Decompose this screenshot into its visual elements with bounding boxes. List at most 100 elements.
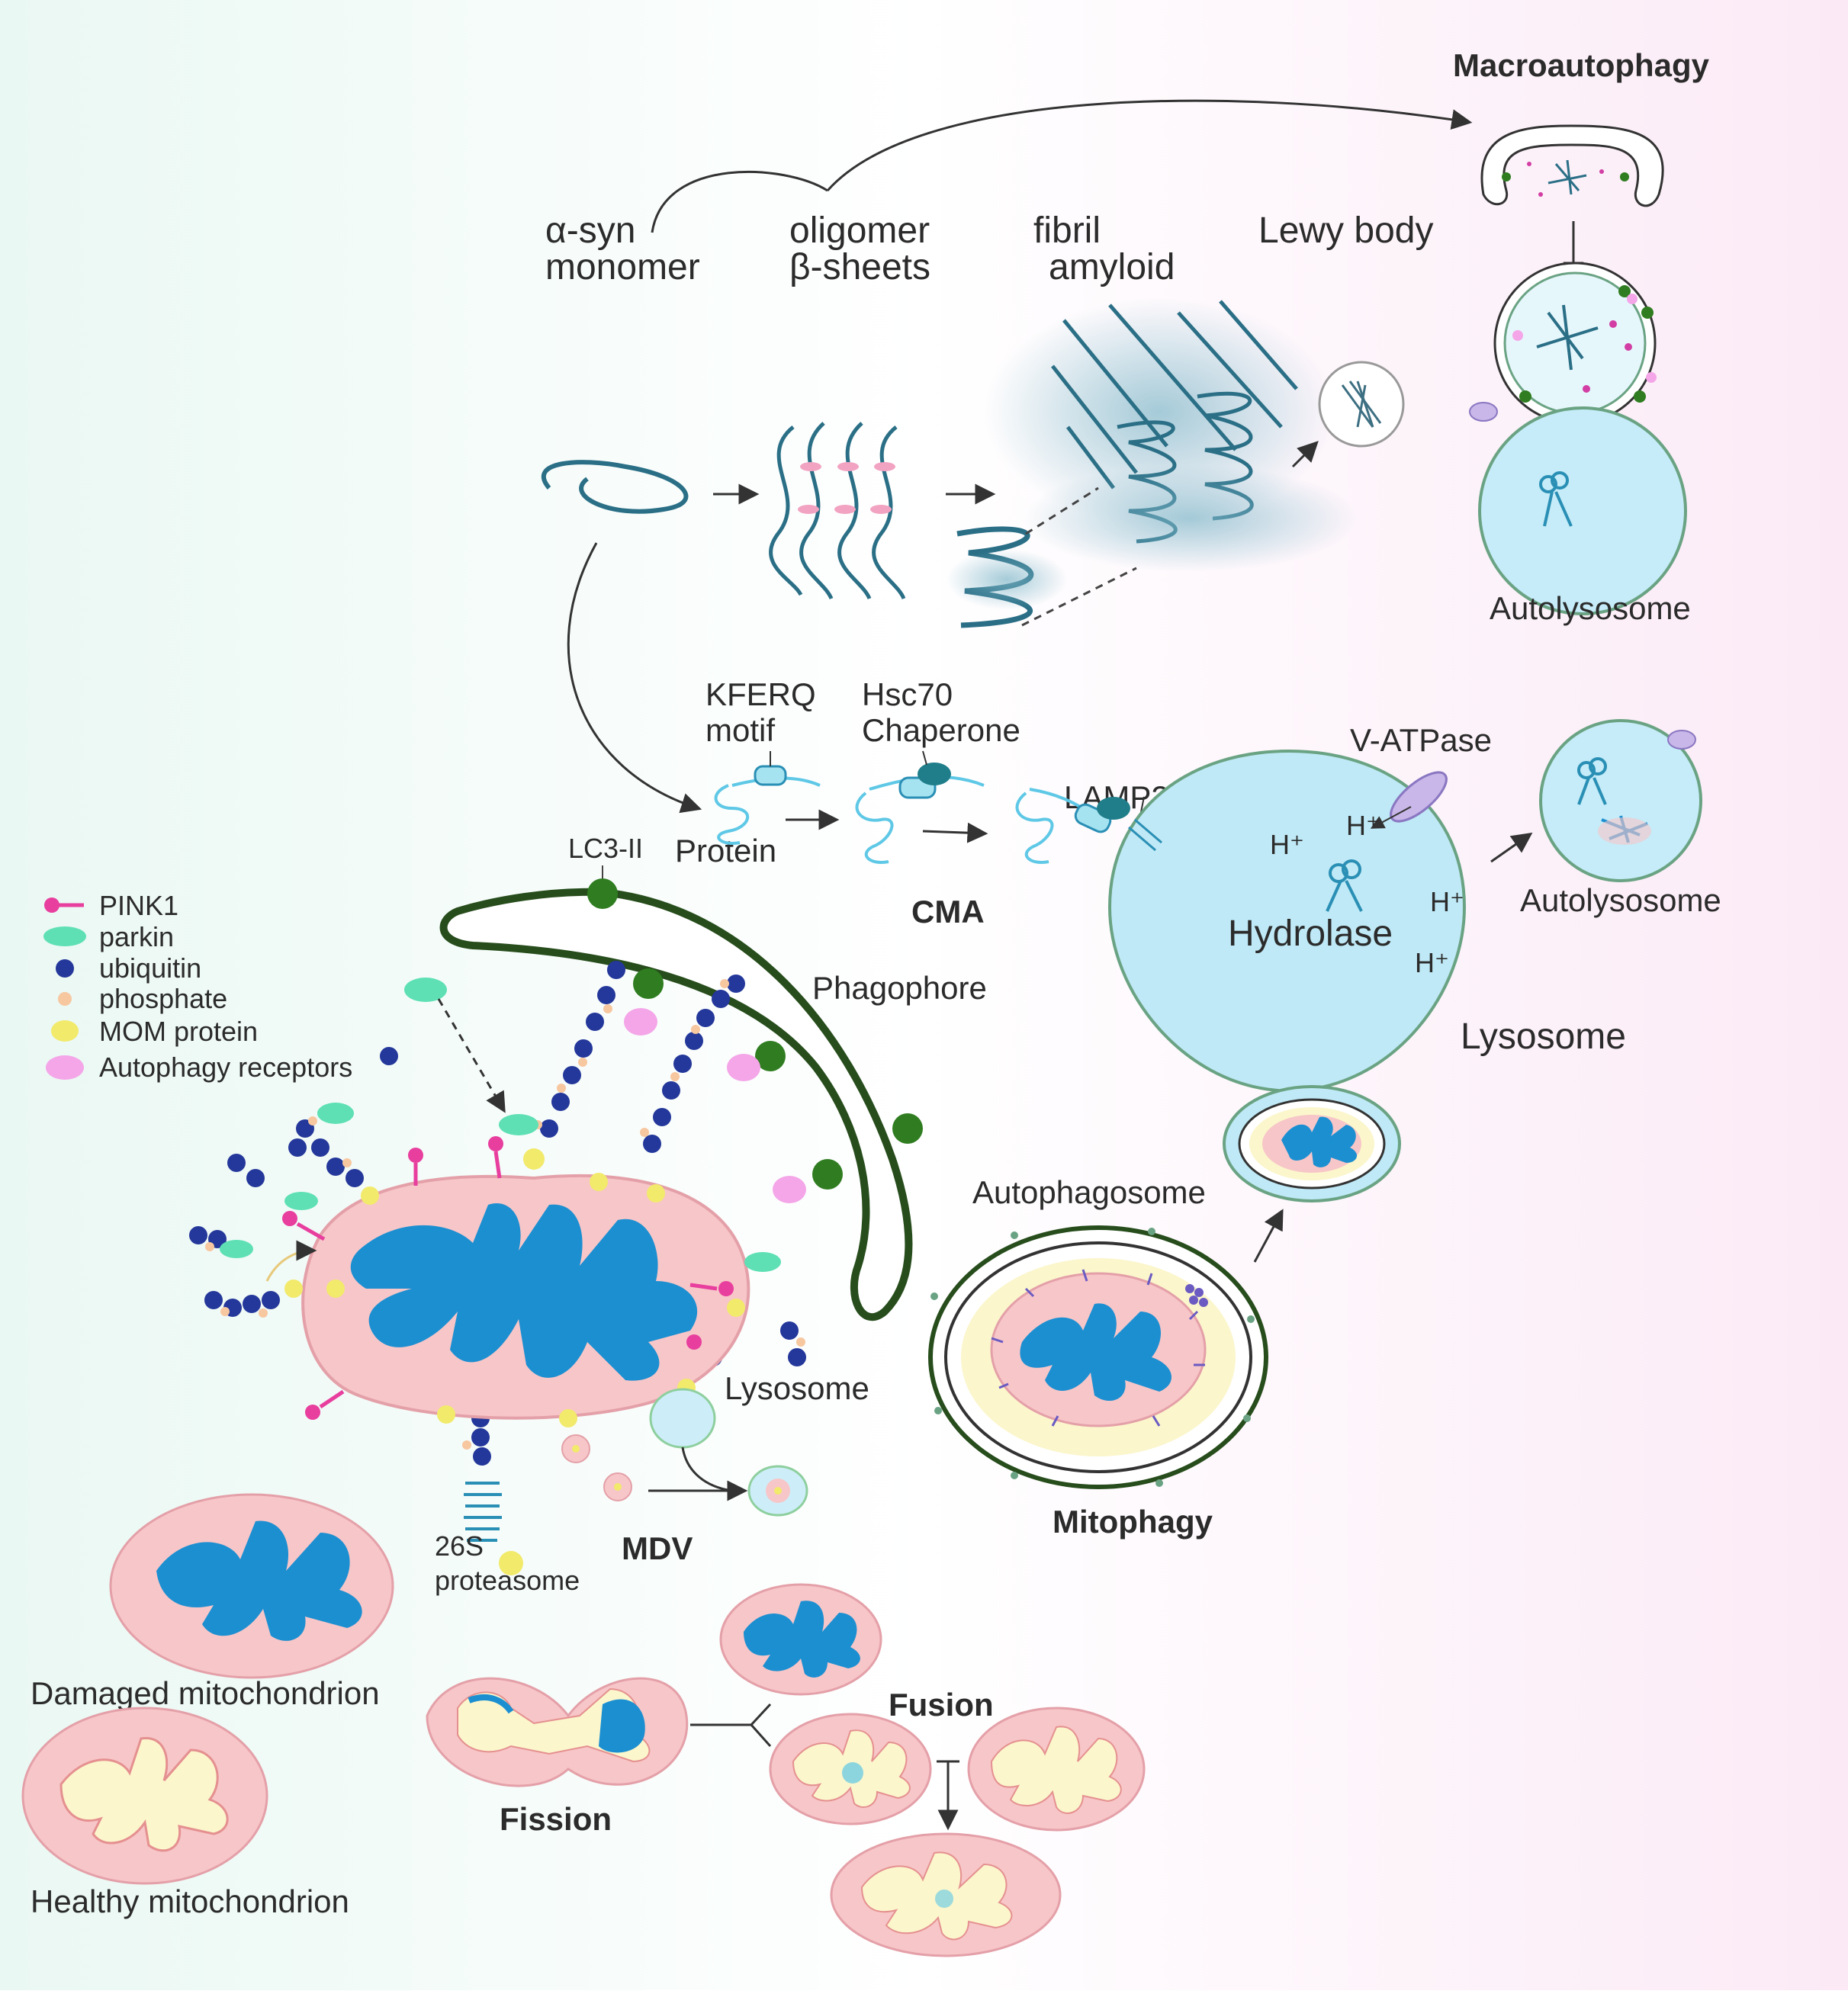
label-lysosome-small: Lysosome [725, 1370, 869, 1406]
small-lysosome [649, 1388, 716, 1449]
parkin-icon [43, 926, 86, 946]
arrow-hsc70-lamp2a [922, 822, 988, 843]
hsc70-pointer [922, 750, 927, 766]
label-kferq: KFERQ [705, 676, 816, 712]
receptor-ticks [991, 1269, 1205, 1427]
autophagosome-crescent [1480, 124, 1664, 207]
engulfed-mito-matrix [1020, 1303, 1172, 1402]
phagophore-group: Phagophore [439, 865, 987, 1321]
pink1-heads [282, 1136, 734, 1420]
fibril-bundle [984, 297, 1358, 572]
label-monomer: monomer [545, 247, 700, 287]
parkin-shapes [220, 978, 781, 1272]
v-atpase-shape [1390, 771, 1448, 823]
damaged-mitochondrion-legend: Damaged mitochondrion [31, 1493, 394, 1711]
lysosome-big: H⁺ H⁺ H⁺ H⁺ Hydrolase Lysosome [1107, 749, 1626, 1107]
label-mitophagy: Mitophagy [1053, 1504, 1213, 1540]
legend-label-phosphate: phosphate [99, 983, 227, 1014]
legend-label-mom-protein: MOM protein [99, 1016, 258, 1047]
label-motif: motif [705, 712, 775, 748]
proton-4: H⁺ [1415, 947, 1449, 978]
proteasome-substrate [499, 1551, 523, 1575]
label-cma: CMA [911, 894, 985, 930]
label-autophagosome: Autophagosome [972, 1174, 1206, 1210]
legend-item-phosphate: phosphate [58, 983, 227, 1014]
lamp2a-chaperone-shape [1097, 797, 1130, 820]
label-mdv: MDV [622, 1530, 693, 1566]
label-damaged: Damaged mitochondrion [31, 1675, 380, 1711]
label-lc3: LC3-II [568, 833, 643, 864]
receptor-dots [624, 1008, 806, 1203]
hydrolase-shape [1326, 859, 1363, 912]
protons: H⁺ H⁺ H⁺ H⁺ [1270, 810, 1464, 978]
arrow-monomer-to-protein [567, 542, 702, 814]
label-beta-sheets: β-sheets [789, 247, 930, 287]
label-hsc70: Hsc70 [862, 676, 953, 712]
label-chaperone: Chaperone [862, 712, 1020, 748]
phosphate-icon [58, 992, 72, 1006]
label-fission: Fission [500, 1801, 612, 1837]
label-autolysosome-top: Autolysosome [1490, 590, 1691, 626]
arrow-to-macroautophagy [826, 99, 1473, 191]
fusion-group: Fusion [719, 1583, 1146, 1957]
monomer-oligomer-curve [651, 170, 828, 233]
proton-3: H⁺ [1430, 886, 1464, 917]
label-protein: Protein [675, 833, 776, 869]
coil-glow [946, 549, 1068, 610]
label-hydrolase: Hydrolase [1228, 914, 1393, 954]
receptor-cluster [1185, 1284, 1208, 1307]
label-proteasome: proteasome [435, 1565, 580, 1596]
mitophagy-group: Autophagosome Mitophagy [928, 1174, 1284, 1540]
lewy-body-fibrils [1341, 380, 1382, 428]
kferq-motif-shape [754, 765, 787, 786]
arrow-to-lewy-body [1291, 441, 1319, 468]
pink1-icon [44, 897, 59, 913]
lysosome-membrane [1107, 749, 1467, 1107]
phosphate-dots [205, 979, 805, 1450]
legend-label-parkin: parkin [99, 921, 174, 952]
autolysosome-top: Autolysosome [1469, 262, 1691, 626]
arrow-to-fused-lysosome [1253, 1209, 1284, 1263]
label-lewy-body: Lewy body [1258, 210, 1433, 251]
proton-1: H⁺ [1270, 829, 1304, 860]
hsc70-chaperone-shape [918, 763, 951, 785]
lamp2a-channel [1128, 818, 1162, 852]
autophagy-receptor-icon [46, 1055, 84, 1080]
phagophore-membrane [439, 888, 913, 1321]
legend-label-ubiquitin: ubiquitin [99, 952, 201, 984]
label-phagophore: Phagophore [812, 970, 987, 1006]
legend-label-autophagy-receptors: Autophagy receptors [99, 1052, 352, 1083]
ubiquitin-icon [56, 959, 74, 978]
legend-item-autophagy-receptors: Autophagy receptors [46, 1052, 352, 1083]
autolysosome-right: Autolysosome [1520, 719, 1721, 918]
fission-branch-down [750, 1724, 772, 1747]
proton-2: H⁺ [1346, 810, 1380, 841]
fission-branch-up [750, 1703, 772, 1726]
asyn-monomer-shape [541, 460, 689, 514]
dashed-zoom-1 [1025, 486, 1099, 535]
crescent-cargo [1502, 159, 1629, 197]
label-macroautophagy: Macroautophagy [1453, 47, 1710, 83]
proteasome: 26S proteasome [435, 1482, 580, 1596]
damaged-mitochondrion-main [189, 961, 806, 1466]
label-26s: 26S [435, 1530, 484, 1562]
mito-matrix [350, 1203, 698, 1381]
legend: PINK1 parkin ubiquitin phosphate MOM pro… [43, 890, 352, 1083]
label-v-atpase: V-ATPase [1350, 722, 1492, 758]
label-autolysosome-right: Autolysosome [1520, 882, 1721, 918]
oligomer-shape [769, 422, 906, 600]
label-asyn: α-syn [545, 210, 635, 251]
legend-item-mom-protein: MOM protein [51, 1016, 258, 1047]
mom-protein-icon [51, 1020, 79, 1042]
legend-item-pink1: PINK1 [44, 890, 178, 921]
arrow-to-autolysosome-right [1490, 832, 1533, 863]
v-atpase-proton-arrow [1370, 806, 1412, 829]
fission-group: Fission [426, 1677, 772, 1837]
fused-autophagosome [1223, 1085, 1401, 1203]
legend-item-ubiquitin: ubiquitin [56, 952, 201, 984]
mdv-group: Lysosome MDV [561, 1370, 869, 1566]
lc3-dots [587, 878, 923, 1190]
label-oligomer: oligomer [789, 210, 930, 251]
